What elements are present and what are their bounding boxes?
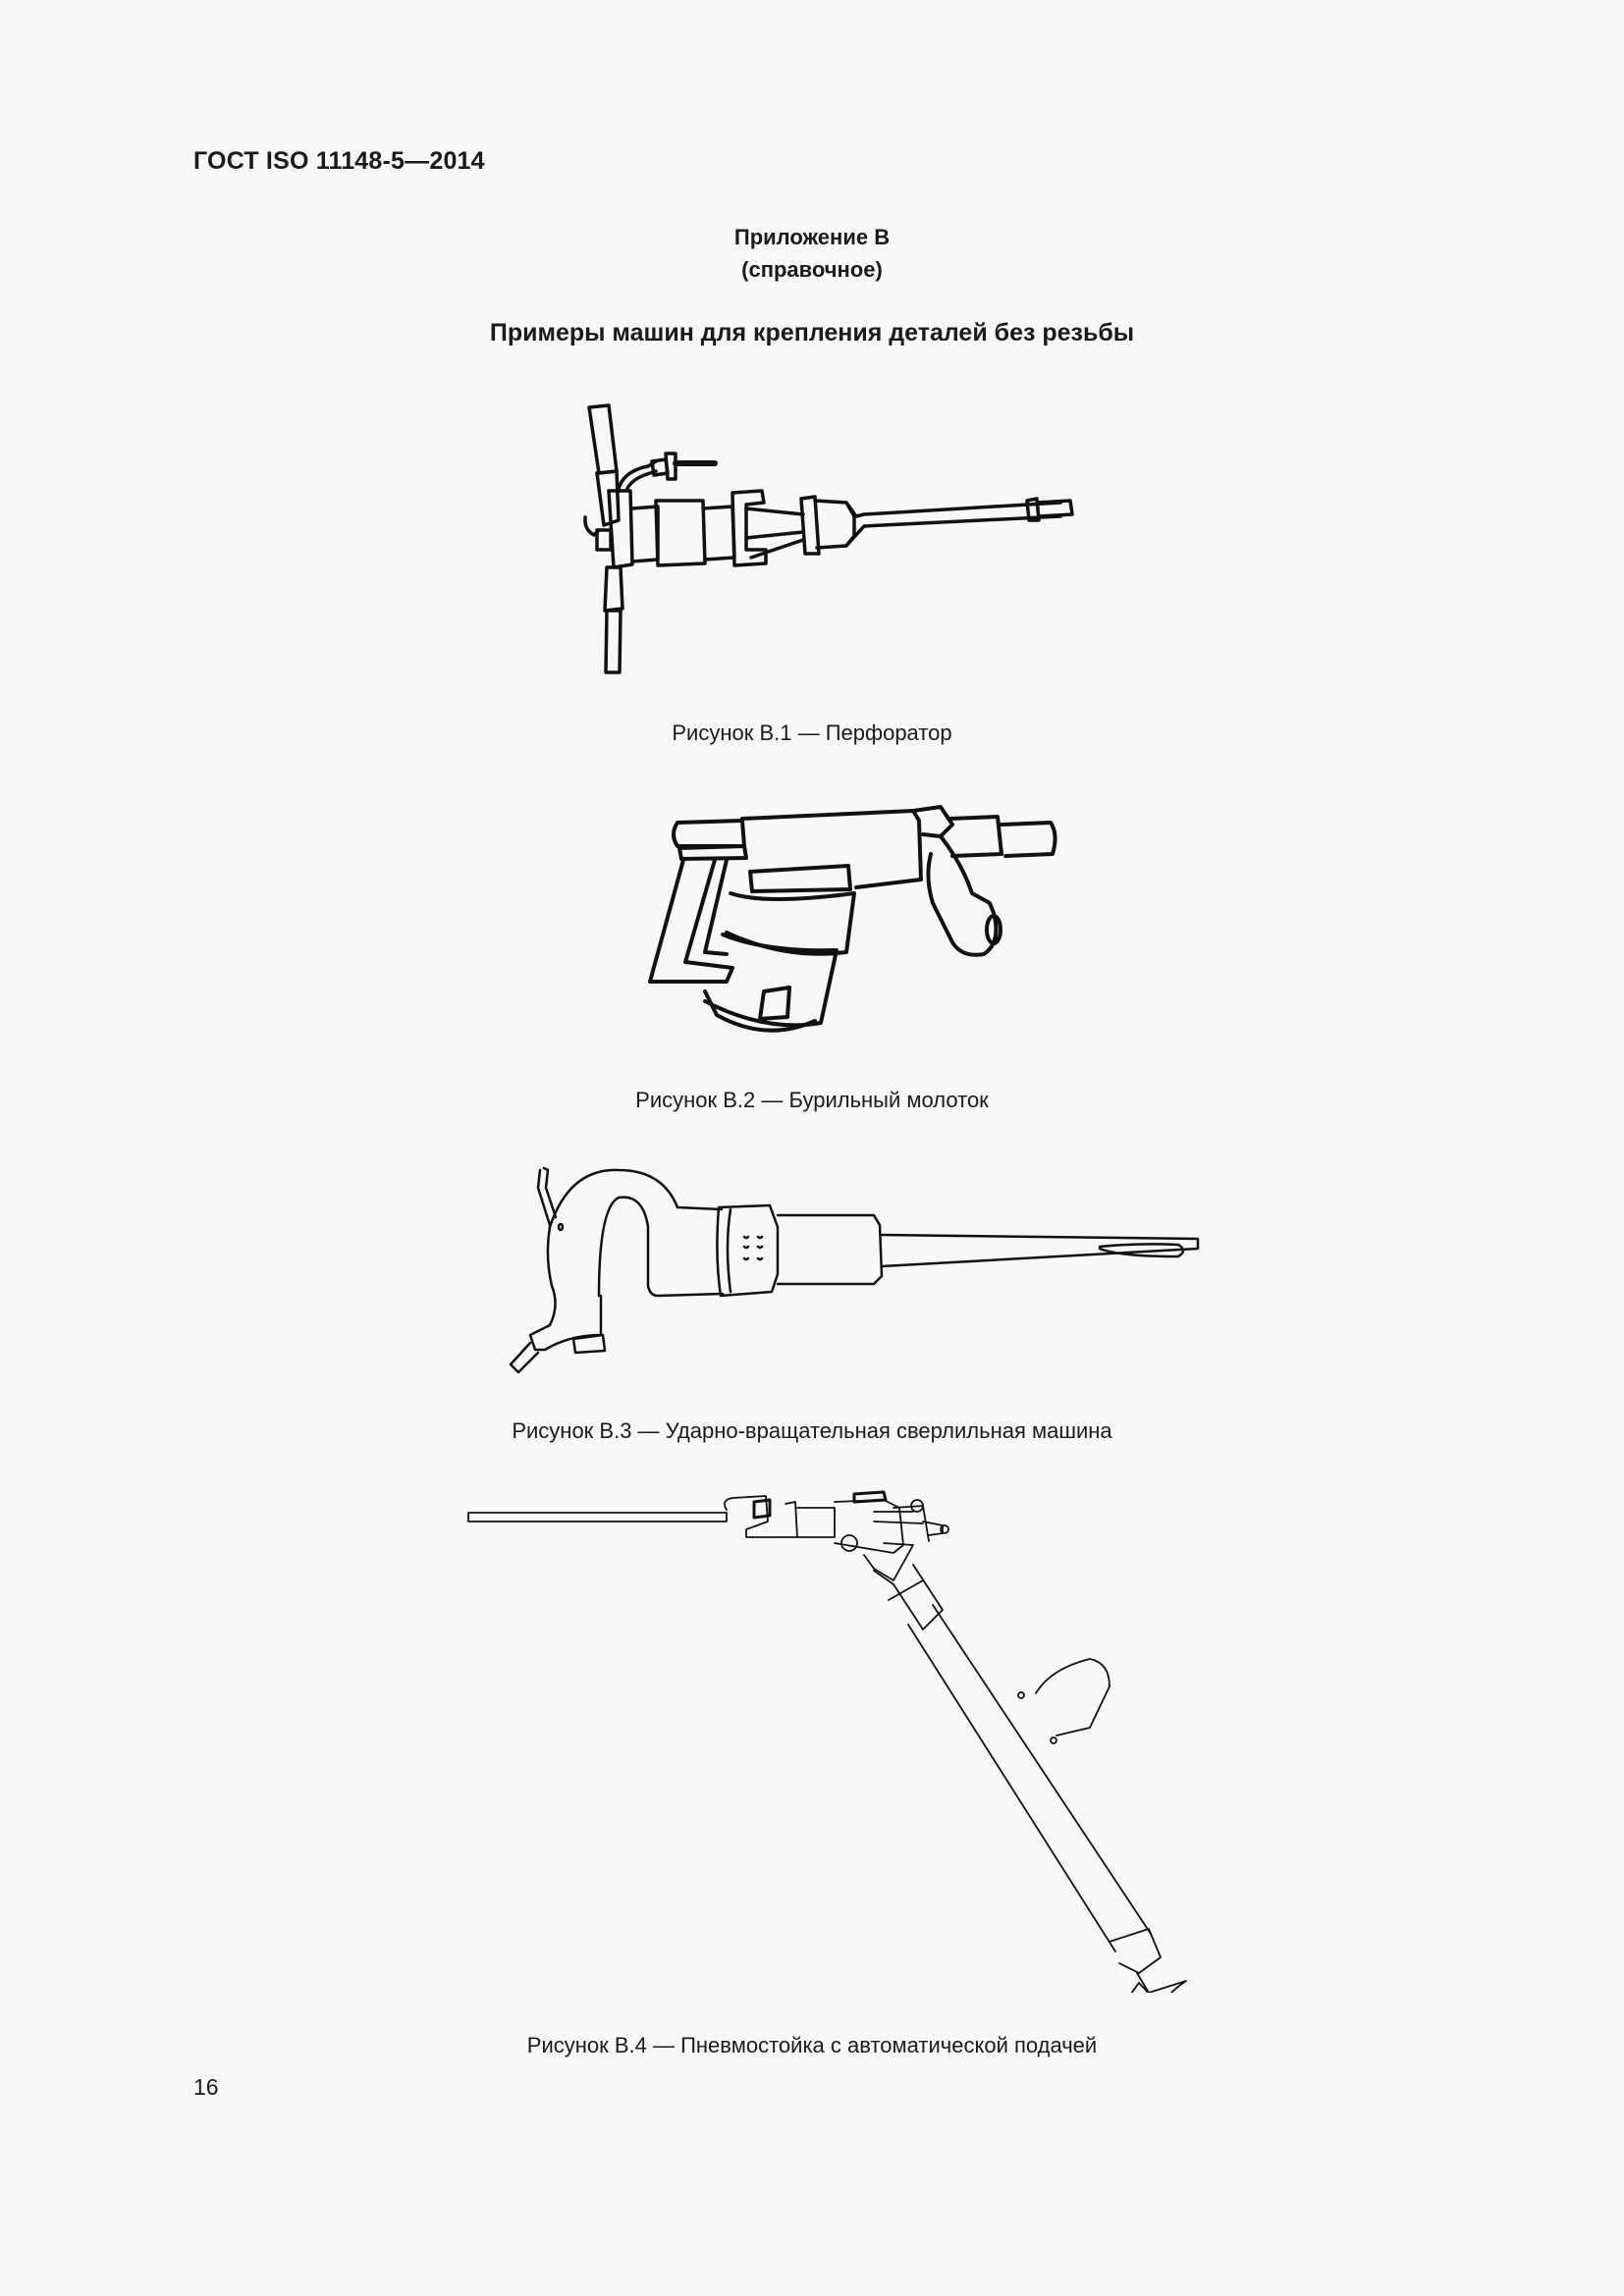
- annex-title: Приложение В: [733, 225, 891, 249]
- annex-subtitle: (справочное): [741, 257, 883, 282]
- rock-drill-illustration: [583, 403, 1074, 674]
- page-number: 16: [193, 2074, 219, 2100]
- document-code: ГОСТ ISO 11148-5—2014: [193, 147, 485, 175]
- figure-caption-b3: Рисунок В.3 — Ударно-вращательная сверли…: [512, 1418, 1112, 1443]
- rotary-percussive-drill-illustration: [509, 1166, 1200, 1374]
- figure-caption-b2: Рисунок В.2 — Бурильный молоток: [635, 1088, 989, 1112]
- figure-caption-b1: Рисунок В.1 — Перфоратор: [672, 721, 952, 745]
- pneumatic-pusher-leg-illustration: [467, 1490, 1187, 1993]
- drilling-hammer-illustration: [648, 805, 1057, 1033]
- section-heading: Примеры машин для крепления деталей без …: [489, 319, 1135, 347]
- figure-caption-b4: Рисунок В.4 — Пневмостойка с автоматичес…: [526, 2033, 1098, 2057]
